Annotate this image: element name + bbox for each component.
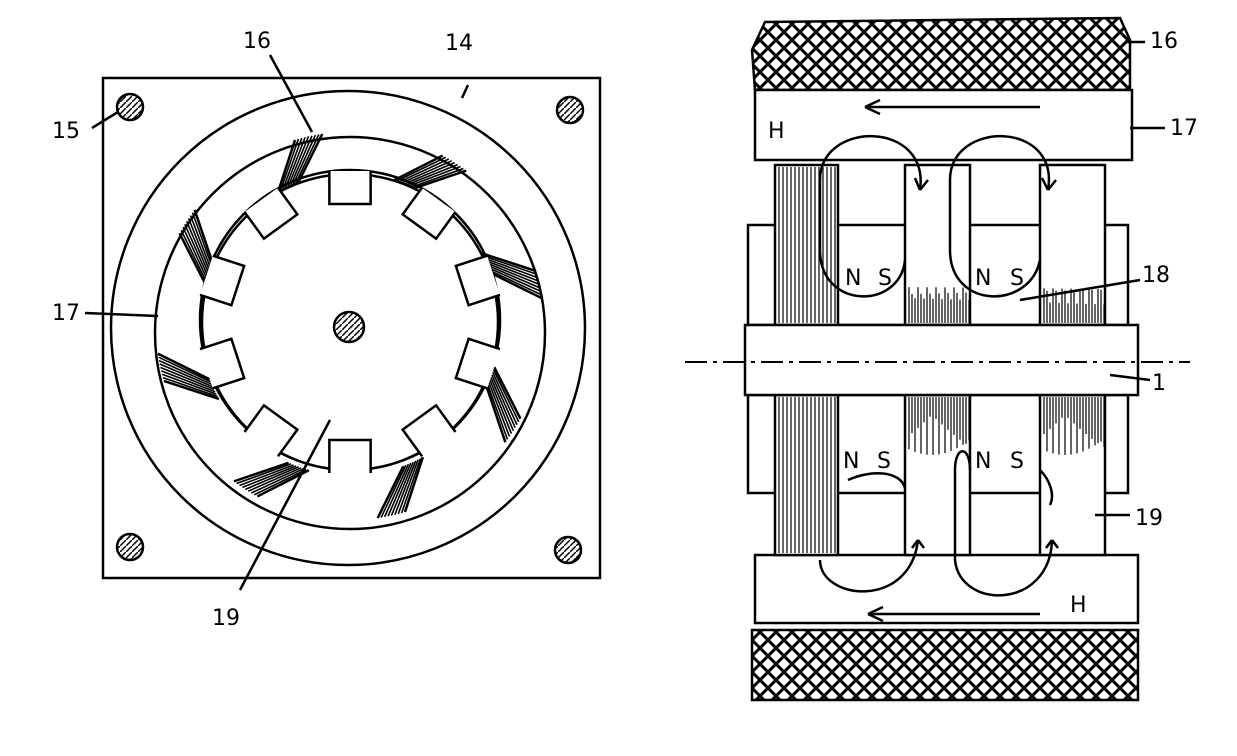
winding-bundle <box>178 209 215 286</box>
rotor-slot <box>243 186 300 241</box>
pole-s: S <box>877 449 891 474</box>
rotor-slot <box>400 186 457 241</box>
label-16-right: 16 <box>1150 29 1178 54</box>
pole-s: S <box>878 266 892 291</box>
rotor-slot <box>400 403 457 458</box>
shaft-hub <box>332 310 366 344</box>
winding-bundle <box>376 456 425 519</box>
pole-piece <box>1038 163 1107 327</box>
pole-piece <box>1038 393 1107 557</box>
coil-top <box>750 16 1132 92</box>
rotor-slot <box>454 254 501 307</box>
coil-bottom <box>750 628 1140 702</box>
label-17-right: 17 <box>1170 116 1198 141</box>
housing-plate <box>101 76 602 580</box>
field-label-bottom: H <box>1070 593 1087 618</box>
label-17: 17 <box>52 301 80 326</box>
winding-bundle <box>233 461 310 498</box>
pole-n: N <box>845 266 861 291</box>
flux-lines <box>818 98 1059 623</box>
label-19-right: 19 <box>1135 506 1163 531</box>
pole-piece <box>773 163 840 327</box>
winding-bundle <box>275 133 324 196</box>
mounting-hole <box>115 92 145 122</box>
field-label-top: H <box>768 119 785 144</box>
label-16: 16 <box>243 29 271 54</box>
label-15: 15 <box>52 119 80 144</box>
label-19: 19 <box>212 606 240 631</box>
winding-bundle <box>480 251 543 300</box>
mounting-holes <box>115 92 585 565</box>
rotor-slot <box>199 337 246 390</box>
rotor-slot <box>243 403 300 458</box>
pole-s: S <box>1010 449 1024 474</box>
label-18: 18 <box>1142 263 1170 288</box>
label-14: 14 <box>445 31 473 56</box>
pole-n: N <box>843 449 859 474</box>
pole-s: S <box>1010 266 1024 291</box>
mounting-hole <box>115 532 145 562</box>
pole-piece <box>903 163 972 327</box>
yoke-bottom <box>753 553 1140 625</box>
pole-piece <box>903 393 972 557</box>
rotor-slot <box>454 337 501 390</box>
section-view: H H N S N S N S N S 16 17 18 1 19 <box>685 16 1198 702</box>
yoke-top <box>753 88 1134 162</box>
mounting-hole <box>555 95 585 125</box>
outer-ring <box>109 89 587 567</box>
front-view: 16 14 15 17 19 <box>52 29 602 631</box>
rotor-slot <box>328 171 372 206</box>
winding-bundle <box>157 352 220 401</box>
stator-ring <box>153 135 547 531</box>
pole-n: N <box>975 449 991 474</box>
winding-bundle <box>390 154 467 191</box>
windings <box>157 133 543 519</box>
pole-n: N <box>975 266 991 291</box>
winding-bundle <box>485 366 522 443</box>
mounting-hole <box>553 535 583 565</box>
rotor-slot <box>199 254 246 307</box>
shaft <box>743 323 1140 397</box>
pole-piece <box>773 393 840 557</box>
label-1: 1 <box>1152 371 1166 396</box>
rotor-slot <box>328 438 372 473</box>
